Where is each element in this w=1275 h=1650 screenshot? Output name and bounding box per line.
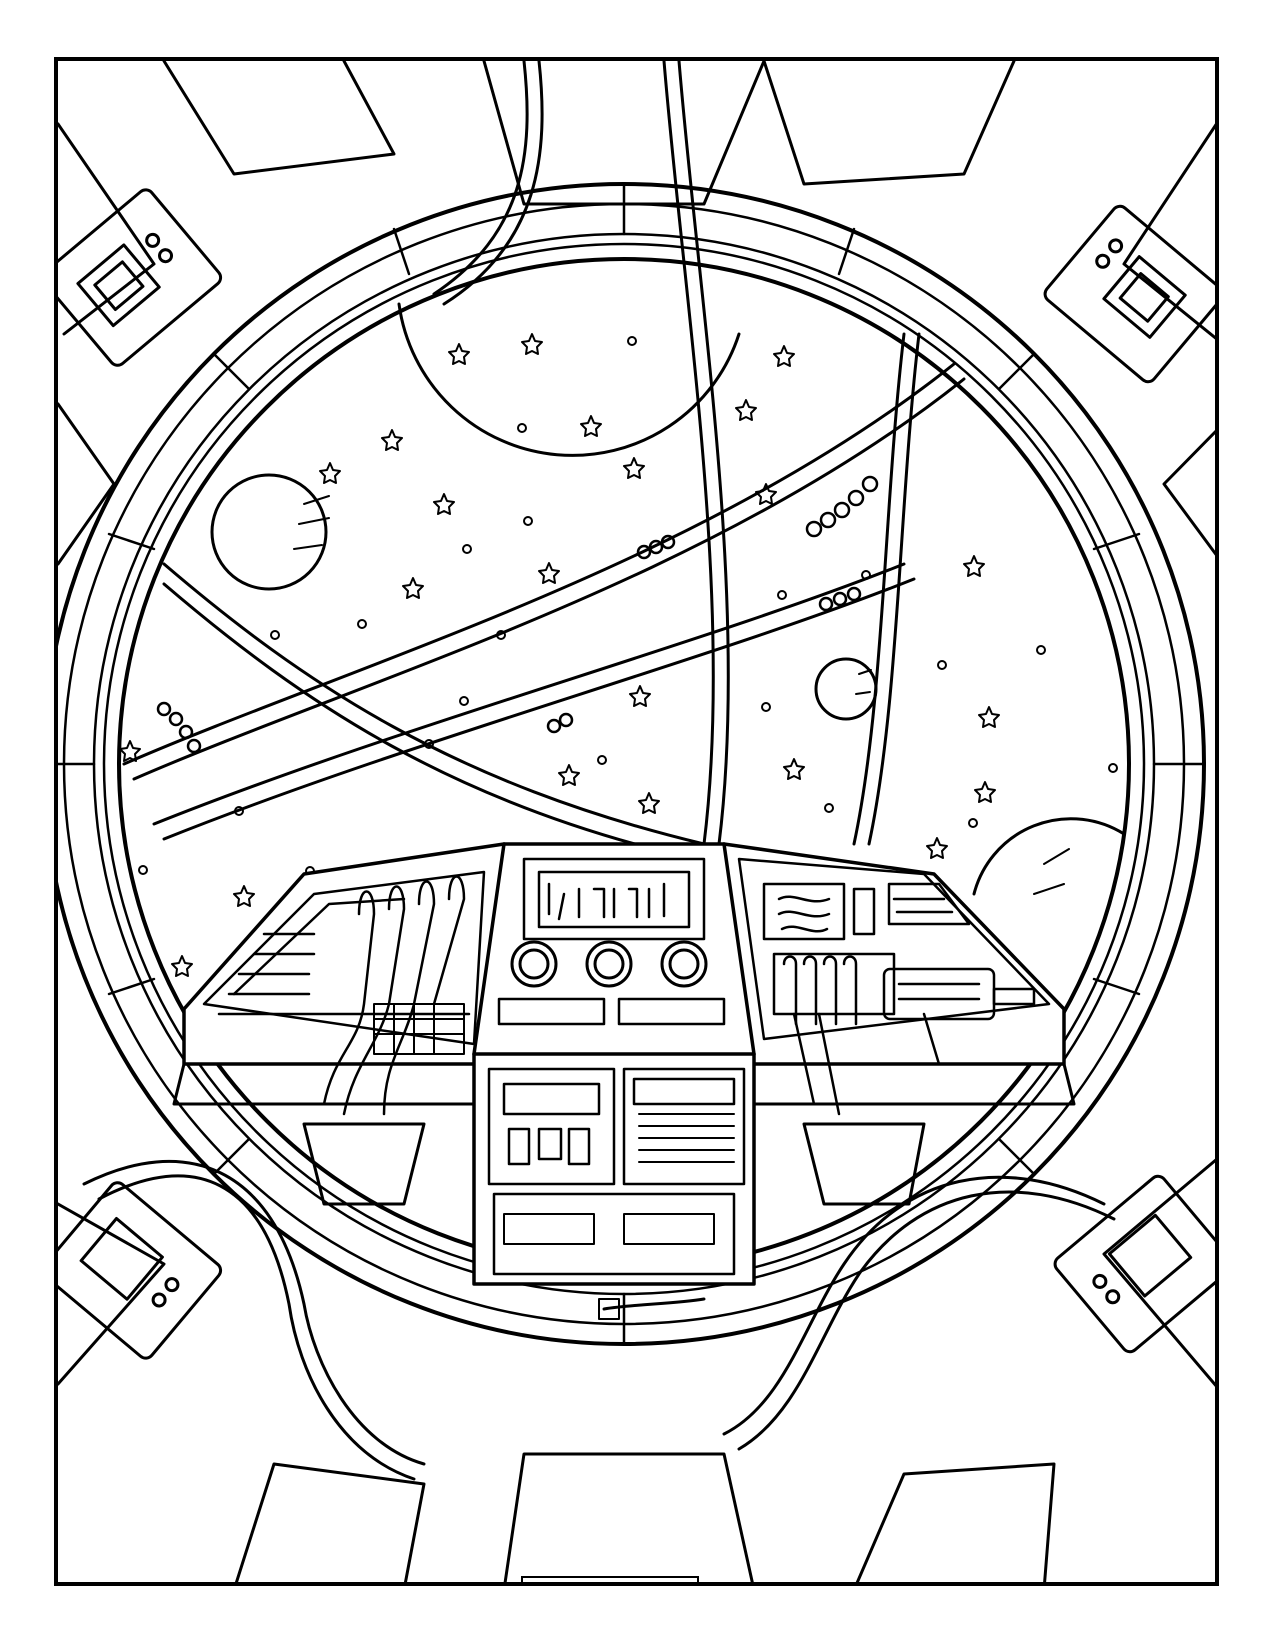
page-frame: COLORING HUB	[54, 57, 1219, 1586]
spaceship-cockpit-illustration	[58, 61, 1215, 1582]
lower-cables	[82, 1160, 1116, 1481]
coloring-hub-label: COLORING HUB	[521, 1576, 699, 1582]
center-display	[522, 857, 706, 941]
hull-panels	[58, 61, 1215, 1582]
lower-center-panels	[487, 1067, 746, 1186]
right-console-panel	[737, 857, 1051, 1116]
console	[182, 842, 1066, 1286]
console-base	[172, 1062, 1076, 1206]
planets	[210, 302, 1126, 896]
star-dots	[138, 336, 1118, 880]
cables	[122, 61, 966, 861]
stars	[119, 333, 1000, 977]
left-console-panel	[202, 870, 486, 1116]
corner-devices	[58, 188, 1215, 1360]
cable-beads	[156, 475, 879, 754]
console-knobs	[497, 940, 726, 1026]
